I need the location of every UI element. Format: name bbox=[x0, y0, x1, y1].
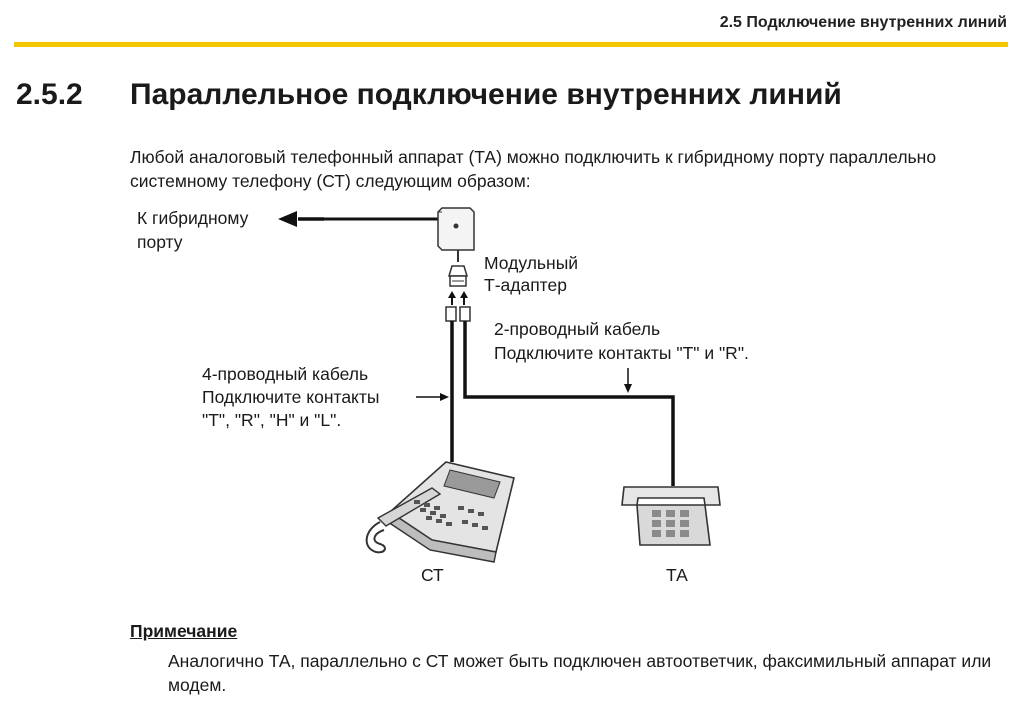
cable2-label-line2: Подключите контакты "T" и "R". bbox=[494, 343, 749, 363]
cable4-pointer bbox=[416, 393, 449, 401]
intro-text: Любой аналоговый телефонный аппарат (ТА)… bbox=[130, 147, 937, 191]
port-label-line1: К гибридному bbox=[137, 208, 249, 228]
analog-telephone-icon bbox=[621, 486, 721, 546]
ct-label: СТ bbox=[421, 565, 444, 585]
header-section-title: 2.5 Подключение внутренних линий bbox=[719, 14, 1007, 31]
port-arrow bbox=[278, 211, 324, 227]
system-telephone-icon bbox=[365, 461, 515, 563]
wall-jack-icon bbox=[437, 207, 475, 251]
section-number: 2.5.2 bbox=[16, 78, 83, 111]
header-rule bbox=[14, 42, 1008, 47]
cable2-pointer bbox=[624, 368, 632, 393]
adapter-arrows bbox=[448, 291, 468, 305]
ta-label: ТА bbox=[666, 565, 688, 585]
t-adapter-icon bbox=[447, 250, 469, 287]
cable4-label-line1: 4-проводный кабель bbox=[202, 364, 369, 384]
note-heading: Примечание bbox=[130, 621, 238, 641]
adapter-label-line2: Т-адаптер bbox=[484, 275, 567, 295]
cable-2-wire bbox=[463, 321, 675, 486]
adapter-label-line1: Модульный bbox=[484, 253, 579, 273]
cable4-label-line2: Подключите контакты bbox=[202, 387, 380, 407]
section-title: Параллельное подключение внутренних лини… bbox=[130, 78, 842, 111]
cable-plugs bbox=[445, 306, 471, 322]
cable2-label-line1: 2-проводный кабель bbox=[494, 319, 661, 339]
note-text: Аналогично ТА, параллельно с СТ может бы… bbox=[168, 651, 992, 695]
port-label-line2: порту bbox=[137, 232, 183, 252]
cable4-label-line3: "T", "R", "H" и "L". bbox=[202, 410, 342, 430]
